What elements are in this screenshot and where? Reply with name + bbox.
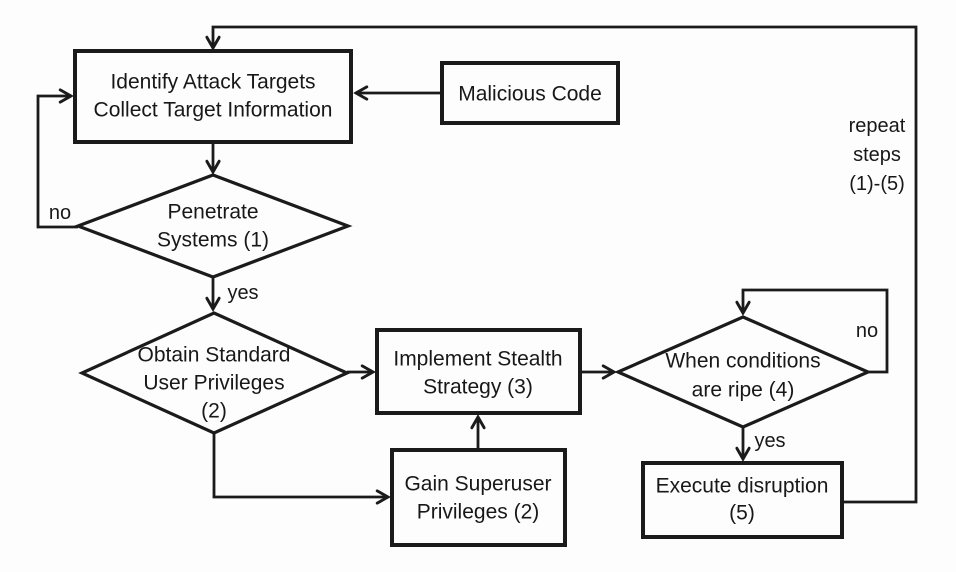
node-penetrate-diamond [73, 173, 353, 279]
label-ripe-yes: yes [754, 430, 785, 452]
node-ripe-line2: are ripe (4) [692, 379, 795, 402]
node-obtain-line3: (2) [201, 400, 227, 423]
node-stealth-line2: Strategy (3) [423, 376, 533, 399]
node-obtain-line2: User Privileges [143, 372, 284, 395]
node-obtain-standard-privileges: Obtain Standard User Privileges (2) [78, 311, 351, 435]
edge-penetrate-no-loop [36, 96, 78, 229]
node-when-conditions-ripe: When conditions are ripe (4) [614, 315, 872, 429]
node-execute-box [641, 461, 844, 539]
annotation-repeat-line1: repeat [849, 115, 906, 137]
edge-ripe-no-loop [743, 288, 889, 374]
node-stealth-line1: Implement Stealth [393, 348, 562, 371]
edges [36, 25, 918, 504]
node-ripe-diamond [614, 315, 872, 429]
node-superuser-line1: Gain Superuser [404, 473, 551, 496]
node-superuser-line2: Privileges (2) [417, 501, 540, 524]
label-ripe-no: no [856, 320, 878, 342]
node-execute-line1: Execute disruption [656, 475, 829, 498]
node-penetrate-line2: Systems (1) [157, 229, 269, 252]
node-execute-disruption: Execute disruption (5) [641, 461, 844, 539]
node-penetrate-systems: Penetrate Systems (1) [73, 173, 353, 279]
label-penetrate-no: no [49, 202, 71, 224]
node-obtain-diamond [78, 311, 351, 435]
node-identify-attack-targets: Identify Attack Targets Collect Target I… [73, 49, 353, 144]
node-malicious-box [440, 61, 620, 125]
node-ripe-line1: When conditions [665, 350, 820, 373]
node-penetrate-line1: Penetrate [167, 201, 258, 224]
edge-obtain-to-superuser [212, 434, 388, 497]
annotation-repeat-line2: steps [853, 144, 901, 166]
label-penetrate-yes: yes [227, 282, 258, 304]
node-identify-line2: Collect Target Information [94, 99, 333, 122]
node-gain-superuser: Gain Superuser Privileges (2) [390, 448, 567, 547]
edge-labels: no yes no yes [49, 202, 878, 452]
node-identify-box [73, 49, 353, 144]
node-stealth-box [375, 328, 582, 415]
node-implement-stealth: Implement Stealth Strategy (3) [375, 328, 582, 415]
annotation-repeat-steps: repeat steps (1)-(5) [849, 115, 906, 195]
node-identify-line1: Identify Attack Targets [110, 71, 315, 94]
node-malicious-code: Malicious Code [440, 61, 620, 125]
annotation-repeat-line3: (1)-(5) [849, 173, 905, 195]
edge-execute-repeat-loop [213, 25, 918, 504]
node-malicious-line1: Malicious Code [458, 83, 602, 106]
nodes: Identify Attack Targets Collect Target I… [73, 49, 872, 547]
node-superuser-box [390, 448, 567, 547]
node-execute-line2: (5) [729, 502, 755, 525]
node-obtain-line1: Obtain Standard [138, 344, 291, 367]
